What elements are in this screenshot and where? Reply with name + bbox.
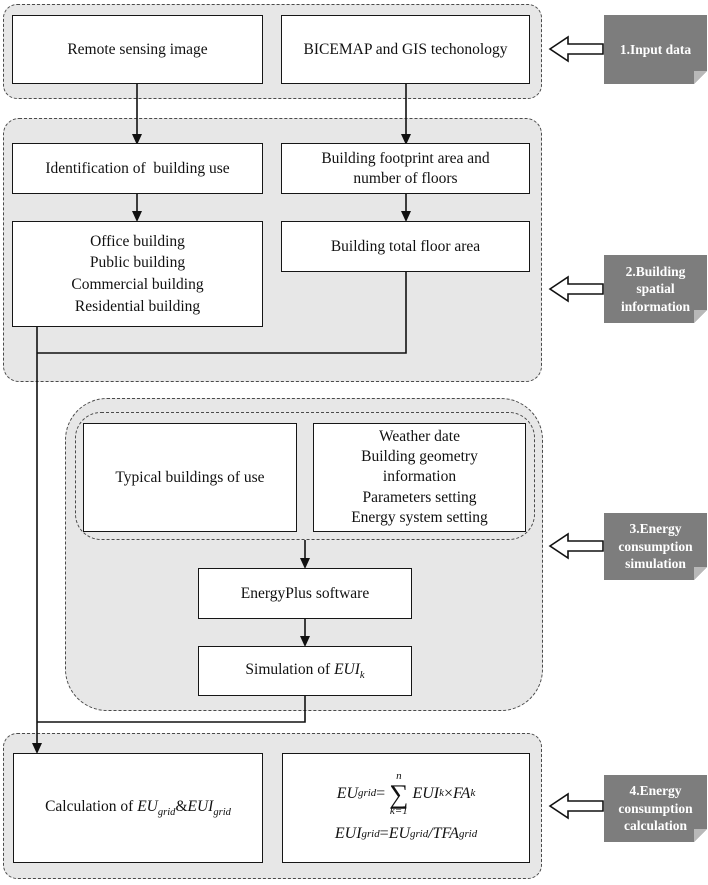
math-var: EUI — [334, 824, 362, 842]
box-text: number of floors — [353, 169, 458, 187]
math-var: EUI — [412, 784, 440, 802]
box-text: Calculation of EUgrid&EUIgrid — [45, 796, 231, 821]
callout-text: 4.Energy — [629, 783, 682, 799]
connector-simulation-to-trunk — [37, 696, 306, 723]
box-text: Building footprint area and — [321, 150, 490, 168]
arrowhead — [401, 211, 411, 222]
math-sub: k — [439, 787, 444, 800]
box-text: Typical buildings of use — [115, 468, 265, 486]
box-text: Building total floor area — [330, 237, 481, 255]
box-text: Energy system setting — [351, 508, 488, 526]
summation: n ∑ k=1 — [389, 769, 409, 817]
math-var: EU — [137, 797, 158, 815]
equals: = — [376, 784, 386, 802]
equals: = — [379, 824, 389, 842]
callout-text: 2.Building — [625, 263, 686, 279]
math-var: TFA — [432, 824, 459, 842]
callout-text: simulation — [625, 556, 686, 572]
simulation-prefix: Simulation of — [245, 660, 335, 678]
box-energyplus: EnergyPlus software — [198, 568, 412, 619]
math-sub: k — [359, 669, 365, 681]
math-var: EU — [336, 784, 359, 802]
arrowhead — [132, 134, 142, 145]
connector-totalfloor-to-trunk — [37, 272, 407, 354]
box-text: BICEMAP and GIS techonology — [303, 40, 508, 58]
left-block-arrow-icon — [548, 532, 604, 560]
math-sub: grid — [361, 827, 380, 840]
callout-text: information — [621, 298, 690, 314]
arrowhead — [401, 134, 411, 145]
callout-text: consumption — [618, 800, 693, 816]
math-sub: grid — [410, 827, 429, 840]
callout-text: calculation — [624, 818, 687, 834]
math-sub: grid — [459, 827, 478, 840]
callout-text: 3.Energy — [629, 521, 682, 537]
box-text: Simulation of EUIk — [245, 659, 364, 684]
box-calculation: Calculation of EUgrid&EUIgrid — [13, 753, 263, 863]
box-typical-buildings: Typical buildings of use — [83, 423, 297, 532]
box-bicemap-gis: BICEMAP and GIS techonology — [281, 15, 530, 84]
arrowhead — [300, 558, 310, 569]
arrowhead — [132, 211, 142, 222]
box-text: Identification of building use — [45, 159, 230, 177]
math-sub: k — [470, 787, 476, 800]
box-text: Parameters setting — [362, 488, 477, 506]
box-total-floor-area: Building total floor area — [281, 221, 530, 272]
box-text: EnergyPlus software — [240, 584, 370, 602]
left-block-arrow-icon — [548, 275, 604, 303]
left-block-arrow-icon — [548, 792, 604, 820]
slash: / — [428, 824, 433, 842]
box-text: Public building — [89, 254, 186, 272]
sum-upper: n — [396, 769, 402, 782]
box-text: Commercial building — [71, 276, 204, 293]
box-text: Remote sensing image — [67, 40, 208, 58]
box-text: Building geometry — [361, 448, 478, 466]
callout-text: spatial — [636, 281, 675, 297]
ampersand: & — [175, 797, 188, 815]
math-var: EUI — [334, 660, 360, 678]
box-text: Weather date — [379, 428, 460, 446]
box-identification-building-use: Identification of building use — [12, 143, 263, 194]
callout-text: 1.Input data — [619, 41, 692, 57]
math-var: FA — [452, 784, 471, 802]
arrowhead — [32, 743, 42, 754]
left-block-arrow-icon — [548, 35, 604, 63]
sum-lower: k=1 — [389, 804, 408, 817]
callout-input-data: 1.Input data — [604, 15, 707, 84]
callout-text: consumption — [618, 538, 693, 554]
box-simulation-eui: Simulation of EUIk — [198, 646, 412, 696]
callout-energy-simulation: 3.Energy consumption simulation — [604, 513, 707, 580]
math-var: EUI — [187, 797, 214, 815]
callout-building-spatial: 2.Building spatial information — [604, 255, 707, 323]
math-var: EU — [388, 824, 411, 842]
math-sub: grid — [213, 806, 231, 818]
box-footprint-floors: Building footprint area and number of fl… — [281, 143, 530, 194]
callout-energy-calculation: 4.Energy consumption calculation — [604, 775, 707, 842]
calculation-prefix: Calculation of — [45, 797, 138, 815]
math-sub: grid — [358, 787, 377, 800]
box-text: Residential building — [74, 297, 201, 315]
math-sub: grid — [157, 806, 176, 818]
sigma-icon: ∑ — [389, 778, 409, 809]
box-remote-sensing-image: Remote sensing image — [12, 15, 263, 84]
arrowhead — [300, 636, 310, 647]
box-text: information — [382, 468, 457, 486]
box-text: Office building — [90, 232, 185, 250]
box-simulation-inputs: Weather date Building geometry informati… — [313, 423, 526, 532]
times: × — [443, 784, 453, 802]
box-building-types: Office building Public building Commerci… — [12, 221, 263, 327]
